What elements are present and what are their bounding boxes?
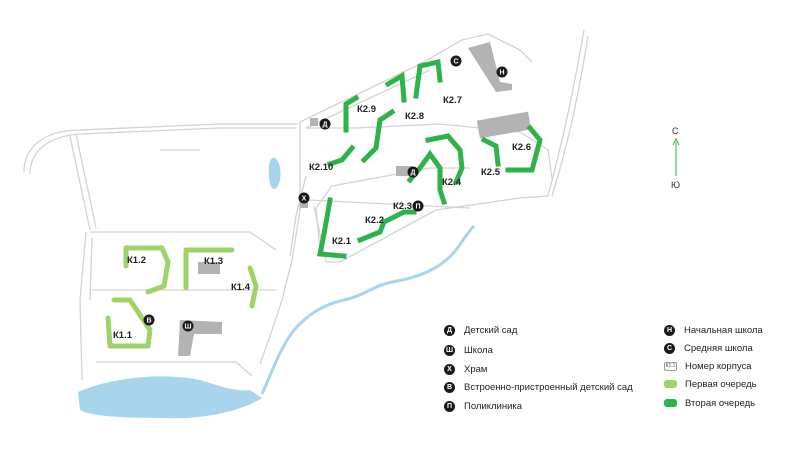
kindergarten-badge-icon: Д <box>444 324 455 336</box>
svg-text:Х: Х <box>302 196 307 203</box>
legend-label: Номер корпуса <box>685 360 752 372</box>
lake <box>78 376 262 419</box>
legend-label: Вторая очередь <box>685 397 756 409</box>
pond <box>268 157 281 189</box>
legend-item-temple: Х Храм <box>444 362 487 376</box>
svg-text:Ш: Ш <box>184 324 191 331</box>
legend-label: Школа <box>464 344 493 356</box>
school-badge-icon: Ш <box>444 344 455 356</box>
building-number-icon: К1.1 <box>664 361 677 371</box>
svg-text:Д: Д <box>323 122 328 129</box>
label-k2-3: К2.3 <box>393 201 412 212</box>
primary-school-badge-icon: Н <box>664 324 675 336</box>
map-markers: Д Д С Н Х П В Ш <box>143 55 508 332</box>
legend-label: Поликлиника <box>464 400 523 412</box>
school-marker: Ш <box>182 320 194 332</box>
label-k2-6: К2.6 <box>512 142 531 153</box>
label-k2-1: К2.1 <box>332 236 352 247</box>
legend-item-kindergarten: Д Детский сад <box>444 323 517 337</box>
second-stage-swatch-icon <box>664 399 677 407</box>
clinic-marker: П <box>412 200 424 212</box>
first-stage-swatch-icon <box>664 380 677 388</box>
svg-text:Д: Д <box>411 170 416 177</box>
legend-item-first-stage: Первая очередь <box>664 377 757 391</box>
compass-arrow-icon <box>672 137 680 176</box>
label-k2-4: К2.4 <box>442 177 462 188</box>
legend-label: Храм <box>464 363 488 375</box>
legend-item-built-in-kindergarten: В Встроенно-пристроенный детский сад <box>444 380 633 394</box>
legend-label: Начальная школа <box>684 324 763 336</box>
legend-item-building-number: К1.1 Номер корпуса <box>664 359 752 373</box>
built-in-kindergarten-badge-icon: В <box>444 381 455 393</box>
primary-school-marker: Н <box>496 66 508 78</box>
second-stage-buildings <box>316 58 543 259</box>
roads <box>23 29 589 381</box>
label-k2-9: К2.9 <box>357 104 376 115</box>
temple-marker: Х <box>298 192 310 204</box>
built-in-kindergarten-marker: В <box>143 314 155 326</box>
svg-text:Н: Н <box>499 70 504 77</box>
compass-south-label: Ю <box>671 180 681 190</box>
compass-north-label: С <box>672 126 679 136</box>
river <box>260 224 476 395</box>
legend-item-second-stage: Вторая очередь <box>664 396 755 410</box>
existing-buildings <box>178 42 532 356</box>
label-k2-10: К2.10 <box>309 162 333 173</box>
label-k2-8: К2.8 <box>405 111 424 122</box>
svg-text:С: С <box>453 59 458 66</box>
label-k2-2: К2.2 <box>365 215 384 226</box>
secondary-school-badge-icon: С <box>664 342 675 354</box>
label-k1-1: К1.1 <box>113 330 133 341</box>
kindergarten-marker: Д <box>407 166 419 178</box>
legend-label: Первая очередь <box>685 378 757 390</box>
legend-item-clinic: П Поликлиника <box>444 399 522 413</box>
svg-text:В: В <box>146 318 151 325</box>
legend-label: Детский сад <box>464 324 518 336</box>
first-stage-buildings <box>105 245 259 349</box>
legend-label: Встроенно-пристроенный детский сад <box>464 381 633 393</box>
temple-badge-icon: Х <box>444 363 455 375</box>
label-k1-3: К1.3 <box>204 256 223 267</box>
legend-label: Средняя школа <box>684 342 753 354</box>
building-labels: К1.1 К1.2 К1.3 К1.4 К2.1 К2.2 К2.3 К2.4 … <box>113 95 531 341</box>
label-k1-2: К1.2 <box>127 255 146 266</box>
clinic-badge-icon: П <box>444 400 455 412</box>
secondary-school-marker: С <box>450 55 462 67</box>
legend-item-primary-school: Н Начальная школа <box>664 323 763 337</box>
label-k1-4: К1.4 <box>231 282 251 293</box>
legend-item-school: Ш Школа <box>444 343 493 357</box>
label-k2-5: К2.5 <box>481 167 501 178</box>
label-k2-7: К2.7 <box>443 95 462 106</box>
kindergarten-marker: Д <box>319 118 331 130</box>
legend-item-secondary-school: С Средняя школа <box>664 341 753 355</box>
svg-text:П: П <box>415 204 420 211</box>
